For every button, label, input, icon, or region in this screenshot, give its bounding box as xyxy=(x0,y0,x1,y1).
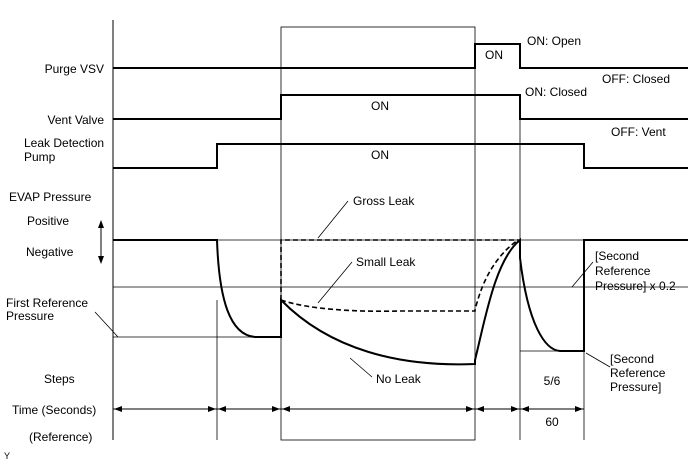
gross-leak-leader xyxy=(317,200,349,239)
second-ref-line2: Reference xyxy=(610,366,666,380)
second-ref-x02-line2: Reference xyxy=(595,264,651,278)
gross-leak-label: Gross Leak xyxy=(353,194,415,208)
second-ref-leader xyxy=(585,352,611,368)
positive-label: Positive xyxy=(27,214,69,228)
arrow-right-icon xyxy=(272,406,280,412)
negative-label: Negative xyxy=(26,245,74,259)
second-ref-x02-leader xyxy=(571,261,594,288)
reference-label: (Reference) xyxy=(29,430,92,444)
first-ref-label-line2: Pressure xyxy=(6,309,54,323)
purge-on-label: ON xyxy=(485,48,503,62)
arrow-left-icon xyxy=(114,406,122,412)
time-value: 60 xyxy=(545,415,559,429)
leak-pump-label-line2: Pump xyxy=(24,150,56,164)
leak-pump-trace xyxy=(113,143,688,169)
steps-value: 5/6 xyxy=(544,374,561,388)
second-ref-line1: [Second xyxy=(610,352,654,366)
second-ref-x02-line1: [Second xyxy=(595,249,639,263)
highlight-window-box xyxy=(280,26,476,441)
corner-mark: Y xyxy=(4,451,10,461)
arrow-right-icon xyxy=(575,406,583,412)
arrow-right-icon xyxy=(208,406,216,412)
small-leak-leader xyxy=(317,261,353,304)
time-label: Time (Seconds) xyxy=(12,403,96,417)
off-vent-label: OFF: Vent xyxy=(611,125,666,139)
vent-valve-trace xyxy=(113,94,688,120)
arrow-down-icon xyxy=(98,256,104,264)
arrow-left-icon xyxy=(476,406,484,412)
second-ref-line3: Pressure] xyxy=(610,380,661,394)
leak-pump-label-line1: Leak Detection xyxy=(24,136,104,150)
no-leak-label: No Leak xyxy=(376,372,422,386)
arrow-left-icon xyxy=(282,406,290,412)
arrow-right-icon xyxy=(511,406,519,412)
vent-valve-label: Vent Valve xyxy=(48,113,105,127)
evap-pressure-label: EVAP Pressure xyxy=(9,190,92,204)
second-ref-x02-line3: Pressure] x 0.2 xyxy=(595,279,676,293)
first-ref-label-line1: First Reference xyxy=(6,296,88,310)
first-ref-leader xyxy=(94,311,119,338)
arrow-left-icon xyxy=(218,406,226,412)
small-leak-label: Small Leak xyxy=(356,255,416,269)
purge-vsv-trace xyxy=(113,43,688,69)
vent-on-label: ON xyxy=(371,99,389,113)
arrow-up-icon xyxy=(98,220,104,228)
gross-leak-curve xyxy=(280,239,520,300)
arrow-left-icon xyxy=(521,406,529,412)
on-closed-label: ON: Closed xyxy=(525,85,587,99)
pump-on-label: ON xyxy=(371,148,389,162)
off-closed-label: OFF: Closed xyxy=(602,72,670,86)
no-leak-leader xyxy=(349,357,373,378)
on-open-label: ON: Open xyxy=(527,34,581,48)
steps-label: Steps xyxy=(44,372,75,386)
small-leak-curve xyxy=(280,239,519,313)
purge-vsv-label: Purge VSV xyxy=(45,62,104,76)
arrow-right-icon xyxy=(466,406,474,412)
evap-pressure-trace xyxy=(113,237,688,366)
